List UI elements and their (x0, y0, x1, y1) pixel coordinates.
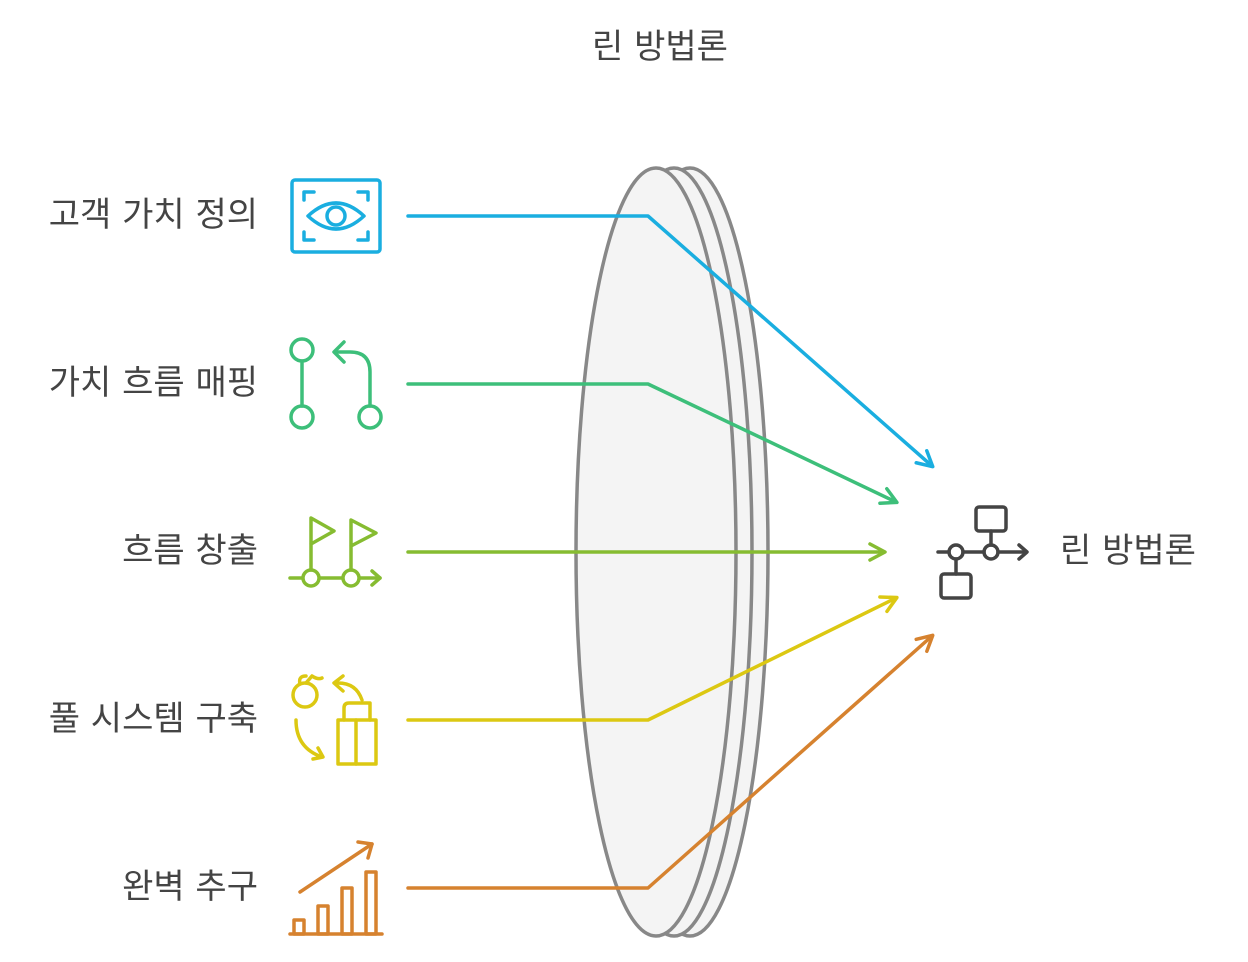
input-label-create-flow: 흐름 창출 (122, 531, 258, 571)
input-label-customer-value: 고객 가치 정의 (49, 195, 258, 235)
target-label: 린 방법론 (1060, 531, 1196, 571)
diagram-title: 린 방법론 (592, 27, 728, 67)
flowchart-icon (936, 505, 1029, 600)
input-label-pursue-perfection: 완벽 추구 (122, 867, 258, 907)
route-icon (289, 337, 383, 430)
connectors (406, 214, 935, 890)
arrow-customer-value (406, 214, 935, 469)
arrow-value-stream-mapping (406, 382, 899, 505)
recycle-cycle-icon (291, 674, 378, 766)
input-label-value-stream-mapping: 가치 흐름 매핑 (49, 363, 258, 403)
arrow-pull-system (406, 595, 899, 722)
input-label-pull-system: 풀 시스템 구축 (49, 699, 258, 739)
eye-scan-icon (290, 178, 382, 254)
flags-timeline-icon (288, 516, 382, 588)
arrow-pursue-perfection (406, 633, 935, 890)
growth-chart-icon (288, 840, 384, 936)
